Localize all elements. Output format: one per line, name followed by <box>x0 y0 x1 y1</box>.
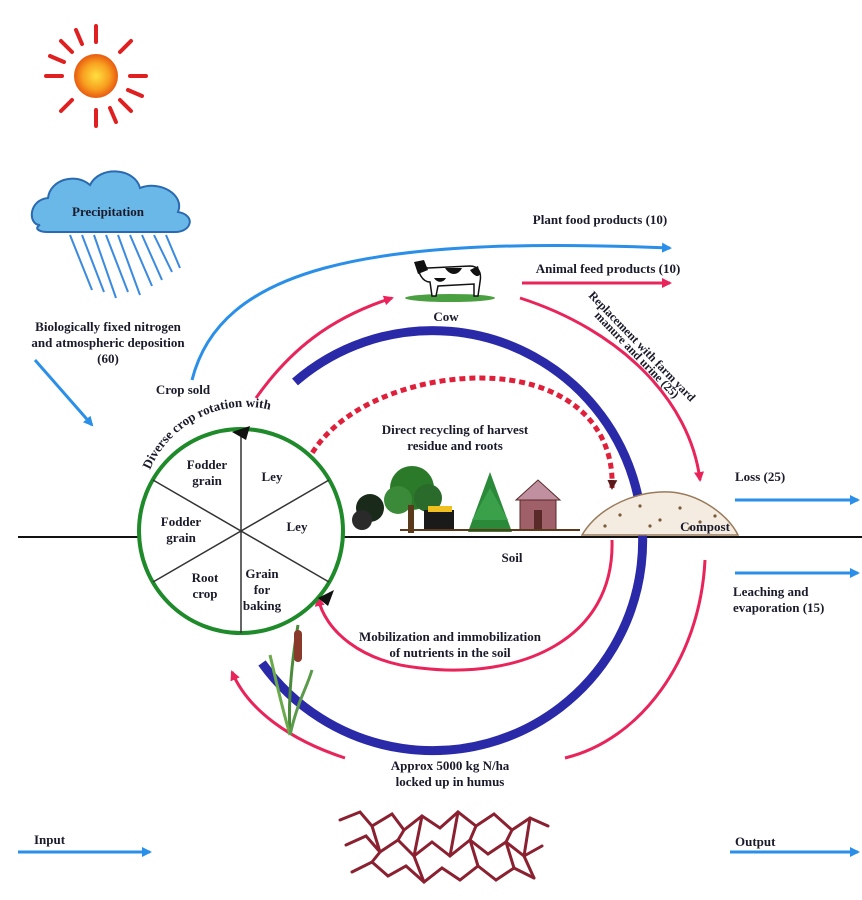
replacement-label-line2: manure and urine (25) <box>592 308 682 401</box>
cloud-icon <box>30 170 191 299</box>
bio-fixed-label-line2: and atmospheric deposition <box>31 335 185 350</box>
sun-icon <box>44 24 148 128</box>
mobilization-label-line1: Mobilization and immobilization <box>359 629 542 644</box>
leaching-label-line1: Leaching and <box>733 584 809 599</box>
bio-fixed-label-line3: (60) <box>97 351 119 366</box>
segment-root-crop-line2: crop <box>192 586 217 601</box>
compost-heap-icon <box>580 491 740 536</box>
direct-recycling-label-line1: Direct recycling of harvest <box>382 422 529 437</box>
input-label: Input <box>34 832 66 847</box>
reed-plant-icon <box>268 624 314 736</box>
bio-fixed-arrow <box>33 359 94 427</box>
segment-ley-right: Ley <box>287 519 308 534</box>
segment-fodder-grain-top-line2: grain <box>192 473 222 488</box>
soil-label: Soil <box>502 550 523 565</box>
precipitation-label: Precipitation <box>72 204 145 219</box>
humus-label-line2: locked up in humus <box>396 774 505 789</box>
cow-label: Cow <box>433 309 459 324</box>
crop-sold-arrow <box>190 242 672 381</box>
compost-label: Compost <box>680 519 731 534</box>
loss-label: Loss (25) <box>735 469 785 484</box>
humus-label-line1: Approx 5000 kg N/ha <box>391 758 510 773</box>
humus-return-arrow <box>230 670 346 760</box>
segment-grain-baking-line1: Grain <box>245 566 279 581</box>
farm-scene-icon <box>352 466 580 533</box>
compost-return-arrow <box>564 559 707 760</box>
segment-grain-baking-line2: for <box>254 582 271 597</box>
output-label: Output <box>735 834 776 849</box>
manure-arrow <box>519 296 704 482</box>
humus-ring <box>258 326 648 756</box>
mobilization-label-line2: of nutrients in the soil <box>389 645 511 660</box>
segment-fodder-grain-top-line1: Fodder <box>187 457 228 472</box>
cow-icon <box>405 260 495 302</box>
animal-feed-label: Animal feed products (10) <box>536 261 681 276</box>
direct-recycling-arrow <box>297 375 618 490</box>
mobilization-arrow <box>314 539 614 672</box>
humus-roots-icon <box>338 810 550 884</box>
bio-fixed-label-line1: Biologically fixed nitrogen <box>35 319 181 334</box>
segment-grain-baking-line3: baking <box>243 598 282 613</box>
rotation-arrow-bottom <box>318 590 334 606</box>
replacement-label-line1: Replacement with farm yard <box>586 288 699 404</box>
direct-recycling-label-line2: residue and roots <box>407 438 503 453</box>
leaching-label-line2: evaporation (15) <box>733 600 824 615</box>
segment-root-crop-line1: Root <box>192 570 219 585</box>
crop-sold-label: Crop sold <box>156 382 211 397</box>
segment-ley-top: Ley <box>262 469 283 484</box>
to-cow-arrow <box>254 295 394 399</box>
segment-fodder-grain-left-line1: Fodder <box>161 514 202 529</box>
plant-food-label: Plant food products (10) <box>533 212 667 227</box>
segment-fodder-grain-left-line2: grain <box>166 530 196 545</box>
rotation-arrow-top <box>232 426 250 440</box>
